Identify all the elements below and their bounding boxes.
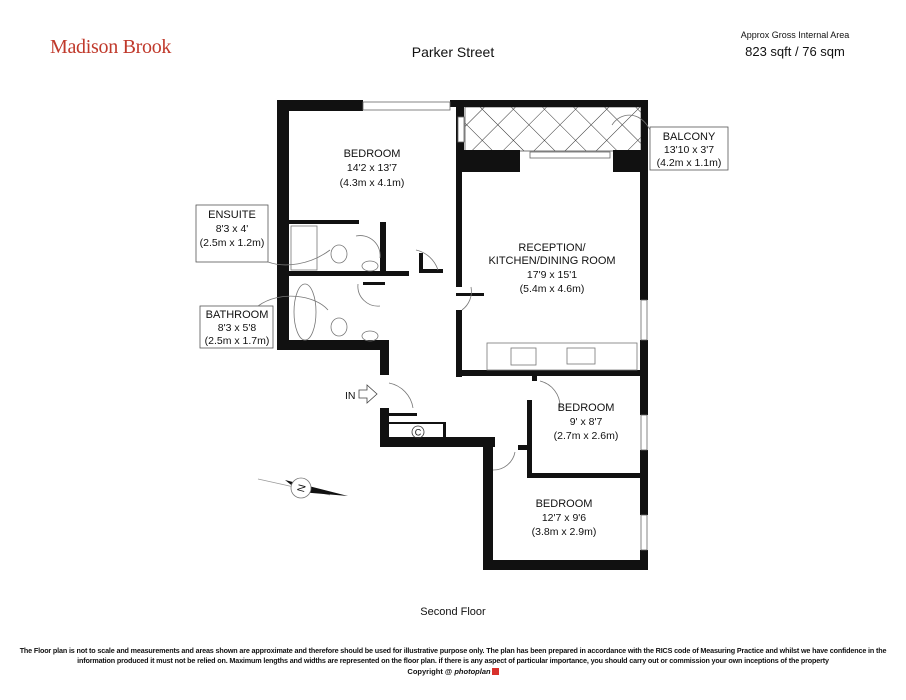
cupboard-marker: C	[411, 425, 425, 439]
svg-text:(2.5m x 1.2m): (2.5m x 1.2m)	[200, 237, 265, 249]
walls	[277, 100, 648, 570]
svg-text:13'10 x 3'7: 13'10 x 3'7	[664, 144, 714, 156]
copyright: Copyright @ photoplan	[18, 667, 888, 677]
entrance-marker: IN	[345, 384, 378, 404]
svg-text:17'9 x 15'1: 17'9 x 15'1	[527, 269, 577, 281]
room-bathroom: BATHROOM 8'3 x 5'8 (2.5m x 1.7m)	[199, 295, 329, 349]
svg-text:14'2 x 13'7: 14'2 x 13'7	[347, 162, 397, 174]
compass-icon: N	[257, 477, 348, 499]
svg-text:KITCHEN/DINING ROOM: KITCHEN/DINING ROOM	[488, 255, 615, 267]
svg-text:BALCONY: BALCONY	[663, 131, 716, 143]
brand-logo: Madison Brook	[50, 36, 172, 58]
svg-text:C: C	[415, 428, 422, 438]
area-label: Approx Gross Internal Area	[740, 30, 850, 40]
room-ensuite: ENSUITE 8'3 x 4' (2.5m x 1.2m)	[195, 204, 331, 266]
svg-text:(5.4m x 4.6m): (5.4m x 4.6m)	[520, 283, 585, 295]
svg-text:ENSUITE: ENSUITE	[208, 209, 256, 221]
svg-text:(4.3m x 4.1m): (4.3m x 4.1m)	[340, 177, 405, 189]
svg-text:N: N	[295, 483, 309, 493]
room-reception-kitchen-dining: RECEPTION/ KITCHEN/DINING ROOM 17'9 x 15…	[488, 242, 615, 295]
svg-text:IN: IN	[345, 390, 356, 402]
room-balcony: BALCONY 13'10 x 3'7 (4.2m x 1.1m)	[611, 114, 729, 171]
photoplan-icon	[491, 668, 499, 675]
footer: The Floor plan is not to scale and measu…	[18, 646, 888, 677]
svg-text:(4.2m x 1.1m): (4.2m x 1.1m)	[657, 157, 722, 169]
svg-text:8'3 x 5'8: 8'3 x 5'8	[218, 322, 257, 334]
property-title: Parker Street	[411, 44, 495, 60]
svg-text:(2.7m x 2.6m): (2.7m x 2.6m)	[554, 430, 619, 442]
svg-text:9' x 8'7: 9' x 8'7	[570, 416, 603, 428]
svg-text:BEDROOM: BEDROOM	[536, 498, 593, 510]
svg-text:BATHROOM: BATHROOM	[206, 309, 269, 321]
svg-text:BEDROOM: BEDROOM	[558, 402, 615, 414]
disclaimer: The Floor plan is not to scale and measu…	[19, 646, 887, 665]
svg-text:BEDROOM: BEDROOM	[344, 148, 401, 160]
svg-text:(3.8m x 2.9m): (3.8m x 2.9m)	[532, 526, 597, 538]
room-bedroom-main: BEDROOM 14'2 x 13'7 (4.3m x 4.1m)	[340, 148, 405, 189]
floor-plan: BEDROOM 14'2 x 13'7 (4.3m x 4.1m) BALCON…	[195, 100, 729, 570]
room-bedroom-rear: BEDROOM 12'7 x 9'6 (3.8m x 2.9m)	[532, 498, 597, 538]
fixtures	[290, 225, 638, 471]
svg-text:12'7 x 9'6: 12'7 x 9'6	[542, 512, 586, 524]
floor-label: Second Floor	[420, 606, 486, 618]
copyright-text: Copyright @	[407, 667, 453, 676]
svg-text:8'3 x 4': 8'3 x 4'	[216, 223, 249, 235]
room-bedroom-small: BEDROOM 9' x 8'7 (2.7m x 2.6m)	[554, 402, 619, 442]
photoplan-brand: photoplan	[454, 667, 491, 676]
area-value: 823 sqft / 76 sqm	[745, 44, 845, 59]
balcony-area	[464, 106, 642, 152]
svg-text:RECEPTION/: RECEPTION/	[518, 242, 586, 254]
svg-text:(2.5m x 1.7m): (2.5m x 1.7m)	[205, 335, 270, 347]
windows	[362, 101, 648, 551]
